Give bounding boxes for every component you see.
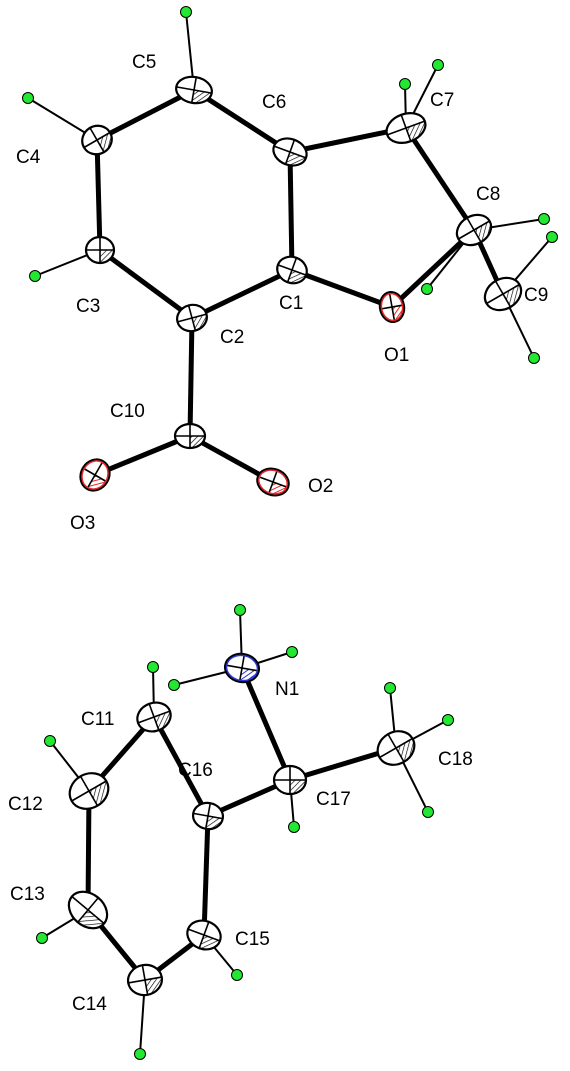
atom-label-o3: O3 (70, 513, 95, 534)
atom-label-c6: C6 (262, 92, 286, 113)
bond-C3-C4 (94, 137, 103, 253)
hydrogen-atom-8 (528, 352, 540, 364)
bond-C6-C1 (287, 149, 295, 273)
atom-c18 (376, 730, 416, 766)
atom-label-c10: C10 (110, 401, 145, 422)
hydrogen-atom-0 (180, 6, 192, 18)
atom-label-c2: C2 (220, 327, 244, 348)
hydrogen-atom-19 (384, 682, 396, 694)
atom-label-c17: C17 (316, 789, 351, 810)
bond-C2-C10 (187, 315, 195, 439)
atom-o2 (256, 467, 290, 497)
atom-c2 (176, 303, 208, 333)
atom-c14 (126, 963, 164, 997)
bond-C5-C6 (191, 87, 293, 155)
atom-c17 (272, 764, 308, 796)
atom-o1 (378, 290, 406, 324)
hydrogen-atom-6 (421, 283, 433, 295)
atom-label-c12: C12 (8, 794, 43, 815)
atom-label-n1: N1 (275, 679, 299, 700)
atoms-layer (67, 75, 523, 997)
atom-label-c8: C8 (476, 184, 500, 205)
atom-c16 (191, 801, 225, 831)
hydrogen-atom-1 (22, 92, 34, 104)
hydrogen-atom-21 (422, 806, 434, 818)
hydrogen-atom-10 (234, 604, 246, 616)
bond-C1-C2 (189, 267, 295, 321)
atom-c11 (136, 701, 172, 733)
hydrogen-atom-14 (44, 735, 56, 747)
bond-C15-C16 (201, 813, 211, 938)
atom-label-c15: C15 (235, 929, 270, 950)
atom-c15 (186, 919, 222, 951)
atom-label-c16: C16 (178, 760, 213, 781)
atom-c5 (175, 75, 213, 105)
atom-label-c14: C14 (72, 994, 107, 1015)
atom-c3 (84, 235, 116, 265)
hydrogen-atom-16 (134, 1048, 146, 1060)
hydrogen-atom-17 (231, 969, 243, 981)
hydrogen-atom-3 (432, 59, 444, 71)
atom-label-c11: C11 (81, 709, 114, 730)
atom-label-c3: C3 (76, 296, 100, 317)
atom-o3 (79, 458, 111, 492)
atom-label-o2: O2 (308, 476, 333, 497)
bond-C2-C3 (97, 247, 195, 321)
atom-c9 (483, 276, 523, 312)
hydrogen-atom-5 (538, 213, 550, 225)
hydrogen-atoms-layer (22, 6, 558, 1060)
atom-c13 (67, 890, 109, 930)
atom-label-c4: C4 (16, 147, 41, 168)
atom-label-c7: C7 (430, 90, 454, 111)
hydrogen-atom-15 (36, 932, 48, 944)
atom-c6 (272, 137, 308, 167)
bonds-layer (85, 87, 506, 983)
bond-C10-O3 (92, 433, 193, 478)
bond-C12-C13 (85, 788, 92, 913)
hydrogen-atom-12 (168, 679, 180, 691)
atom-label-o1: O1 (384, 345, 409, 366)
atom-label-c1: C1 (279, 293, 303, 314)
atom-c10 (173, 422, 207, 450)
hydrogen-atom-4 (399, 78, 411, 90)
hydrogen-atom-20 (442, 714, 454, 726)
atom-c8 (455, 213, 493, 247)
hydrogen-atom-7 (546, 231, 558, 243)
hydrogen-atom-11 (286, 646, 298, 658)
hydrogen-atom-18 (288, 821, 300, 833)
atom-label-c18: C18 (438, 749, 473, 770)
bond-O1-C1 (289, 267, 395, 310)
bond-C17-N1 (239, 665, 293, 783)
atom-label-c5: C5 (132, 52, 156, 73)
hydrogen-atom-13 (147, 661, 159, 673)
atom-c4 (81, 124, 113, 156)
atom-label-c9: C9 (524, 285, 548, 306)
atom-c12 (68, 772, 110, 810)
atom-c7 (385, 112, 427, 144)
atom-n1 (223, 652, 261, 684)
bond-C4-C5 (94, 87, 197, 143)
atom-label-c13: C13 (10, 884, 45, 905)
bond-C7-C8 (403, 125, 477, 233)
hydrogen-atom-2 (29, 270, 41, 282)
bond-C16-C11 (151, 714, 211, 819)
atom-c1 (276, 255, 308, 285)
